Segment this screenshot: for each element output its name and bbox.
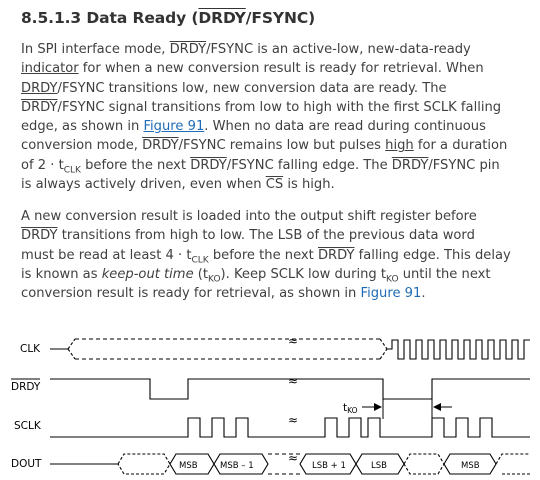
break-marker-drdy: ≈ — [288, 374, 298, 388]
dout-label-lsb: LSB — [371, 461, 387, 471]
section-title-drdy: DRDY — [198, 9, 246, 27]
dout-label-msb-minus-1: MSB – 1 — [220, 461, 254, 471]
text-run: before the next — [208, 247, 318, 263]
text-run: /FSYNC signal transitions from low to hi… — [57, 99, 502, 115]
break-marker-dout: ≈ — [288, 451, 298, 465]
figure-91-link[interactable]: Figure 91 — [143, 119, 205, 135]
sclk-waveform — [50, 417, 530, 438]
text-run: falling edge. This delay — [354, 247, 511, 263]
label-sclk: SCLK — [14, 420, 42, 432]
text-run: must be read at least 4 · t — [21, 247, 192, 263]
text-run: is always actively driven, even when — [21, 177, 266, 193]
text-run: is known as — [21, 266, 102, 282]
text-run: A new conversion result is loaded into t… — [21, 209, 477, 224]
text-run: for a duration — [413, 138, 508, 154]
text-run: conversion mode, — [21, 138, 143, 154]
text-run: for when a new conversion result is read… — [78, 61, 484, 77]
text-run: transitions from high to low. The LSB of… — [57, 228, 475, 244]
section-number: 8.5.1.3 — [21, 9, 82, 27]
break-marker-clk: ≈ — [288, 334, 298, 348]
section-heading: 8.5.1.3 Data Ready (DRDY/FSYNC) — [21, 9, 315, 27]
signal-drdy: DRDY — [169, 42, 207, 57]
term-keep-out-time: keep-out time — [101, 266, 194, 282]
text-run: /FSYNC falling edge. The — [226, 157, 392, 173]
timing-diagram: CLK DRDY SCLK DOUT — [11, 334, 530, 475]
paragraph-drdy-description: In SPI interface mode, DRDY/FSYNC is an … — [21, 40, 533, 194]
text-run: high — [385, 138, 414, 154]
text-run: edge, as shown in — [21, 119, 144, 135]
text-run: /FSYNC remains low but pulses — [178, 138, 386, 154]
subscript: KO — [386, 274, 399, 285]
section-title-suffix: /FSYNC) — [245, 9, 316, 27]
dout-label-msb: MSB — [179, 461, 198, 471]
paragraph-keep-out-time: A new conversion result is loaded into t… — [21, 207, 533, 303]
signal-drdy: DRDY — [21, 80, 58, 96]
subscript: KO — [208, 274, 221, 285]
signal-drdy: DRDY — [21, 99, 58, 115]
break-markers: ≈ ≈ ≈ ≈ — [288, 334, 298, 465]
tko-annotation — [362, 399, 452, 419]
dout-label-msb-next: MSB — [461, 461, 480, 471]
text-run: /FSYNC pin — [428, 157, 500, 173]
text-run: is high. — [283, 177, 335, 193]
text-run: ). Keep SCLK low during t — [220, 266, 387, 282]
text-run: of 2 · t — [21, 157, 64, 173]
label-dout: DOUT — [11, 458, 42, 470]
text-run: (t — [193, 266, 209, 282]
text-run: In SPI interface mode, — [21, 42, 170, 57]
label-clk: CLK — [20, 343, 41, 355]
text-run: until the next — [398, 266, 491, 282]
text-run: conversion result is ready for retrieval… — [21, 286, 361, 302]
signal-drdy: DRDY — [21, 228, 58, 244]
subscript: CLK — [63, 165, 81, 176]
label-drdy: DRDY — [11, 381, 41, 393]
dout-label-lsb-plus-1: LSB + 1 — [312, 461, 346, 471]
signal-drdy: DRDY — [317, 247, 355, 263]
drdy-waveform — [50, 378, 530, 400]
text-run: /FSYNC transitions low, new conversion d… — [57, 80, 447, 96]
text-run: indicator — [21, 61, 79, 77]
signal-drdy: DRDY — [391, 157, 429, 173]
text-run: before the next — [80, 157, 191, 173]
signal-drdy: DRDY — [190, 157, 227, 173]
subscript: CLK — [191, 255, 209, 266]
signal-cs: CS — [265, 177, 284, 193]
dout-waveform — [50, 453, 530, 475]
figure-91-link[interactable]: Figure 91 — [360, 286, 422, 302]
signal-drdy: DRDY — [142, 138, 179, 154]
clk-waveform — [50, 338, 530, 360]
tko-label: tKO — [343, 402, 358, 415]
text-run: . When no data are read during continuou… — [204, 119, 486, 135]
text-run: /FSYNC is an active-low, new-data-ready — [206, 42, 471, 57]
text-run: . — [421, 286, 426, 302]
break-marker-sclk: ≈ — [288, 413, 298, 427]
section-title-prefix: Data Ready ( — [86, 9, 199, 27]
